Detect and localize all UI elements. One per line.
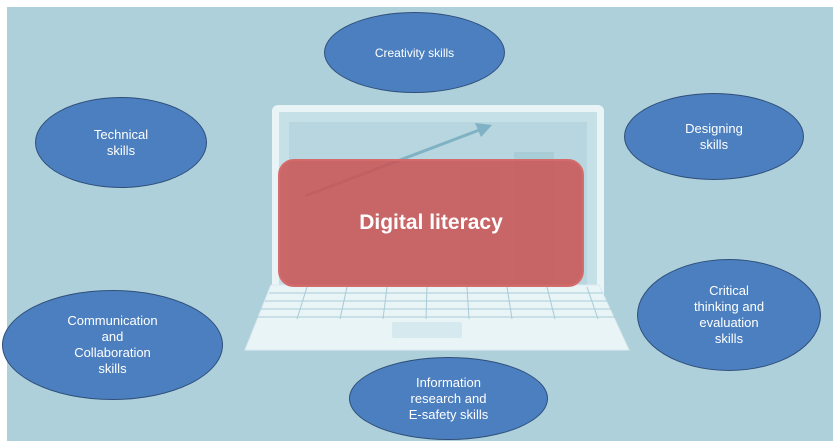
center-label: Digital literacy bbox=[359, 211, 503, 234]
bubble-line: E-safety skills bbox=[408, 406, 489, 422]
bubble-line: thinking and bbox=[693, 299, 765, 314]
bubble-line: Communication bbox=[67, 313, 158, 328]
laptop-trackpad-icon bbox=[392, 322, 462, 338]
digital-literacy-box: Digital literacy bbox=[278, 159, 584, 287]
critical-thinking-bubble: Critical thinking and evaluation skills bbox=[637, 259, 821, 371]
communication-collaboration-bubble: Communication and Collaboration skills bbox=[2, 290, 223, 400]
designing-skills-bubble: Designing skills bbox=[624, 93, 804, 180]
bubble-line: Critical bbox=[709, 283, 749, 298]
information-research-bubble: Information research and E-safety skills bbox=[349, 357, 548, 440]
technical-skills-bubble: Technical skills bbox=[35, 97, 207, 188]
bubble-line: Designing bbox=[685, 120, 743, 136]
diagram-canvas: Digital literacy Creativity skills Techn… bbox=[2, 7, 833, 441]
bubble-line: and bbox=[101, 329, 124, 344]
bubble-line: skills bbox=[106, 142, 136, 158]
laptop-keyboard-icon bbox=[244, 123, 630, 351]
bubble-line: skills bbox=[98, 361, 127, 376]
bubble-line: skills bbox=[699, 136, 729, 152]
bubble-line: Creativity skills bbox=[374, 45, 455, 60]
bubble-line: Technical bbox=[93, 126, 149, 142]
bubble-line: research and bbox=[410, 390, 487, 406]
bubble-line: evaluation bbox=[699, 315, 759, 330]
creativity-skills-bubble: Creativity skills bbox=[324, 12, 505, 93]
bubble-line: Collaboration bbox=[74, 345, 151, 360]
bubble-line: Information bbox=[415, 374, 482, 390]
bubble-line: skills bbox=[714, 331, 744, 346]
